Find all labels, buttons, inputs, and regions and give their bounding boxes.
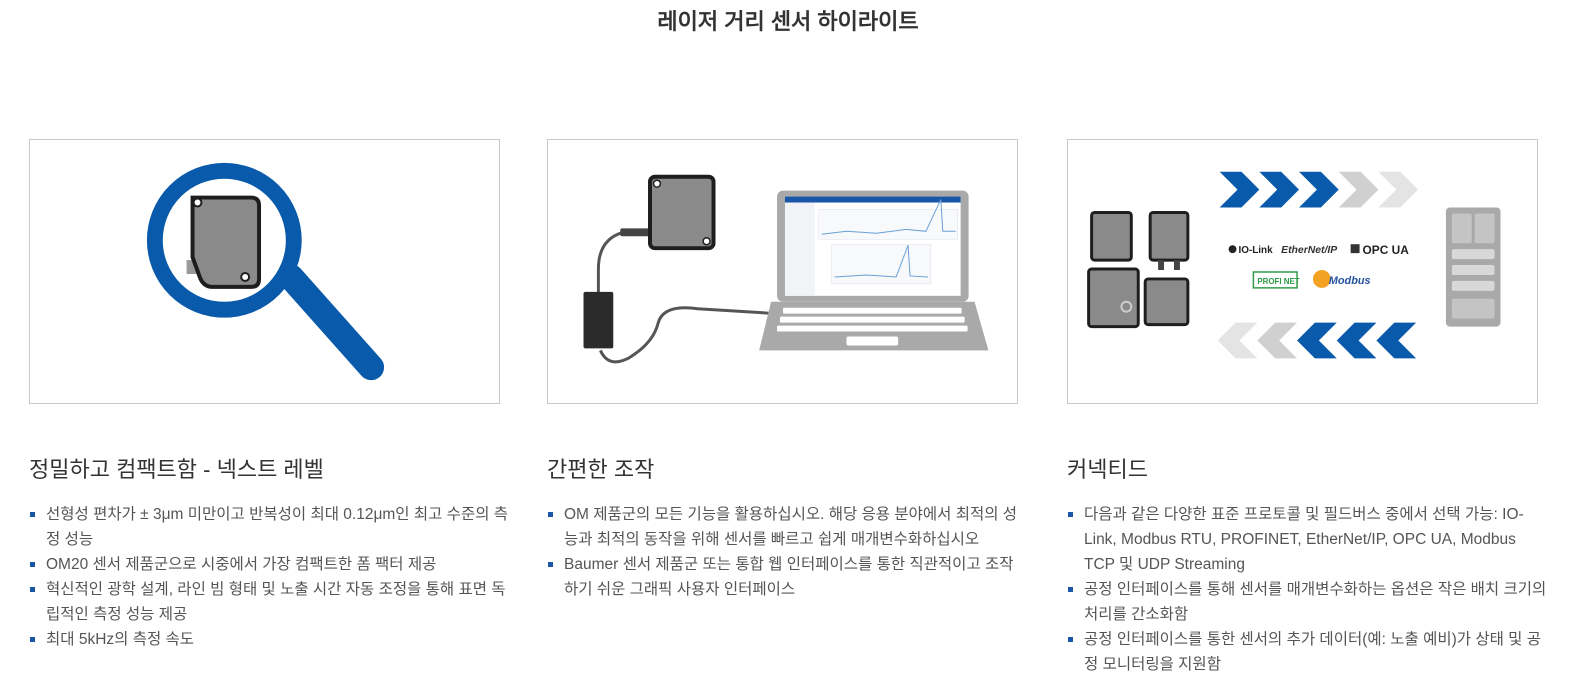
modbus-logo: Modbus xyxy=(1329,275,1371,287)
list-item: OM20 센서 제품군으로 시중에서 가장 컴팩트한 폼 팩터 제공 xyxy=(29,552,509,577)
sensor-hole-top xyxy=(192,197,203,208)
chevrons-left xyxy=(1217,322,1417,359)
feature-column-connected: 커넥티드 다음과 같은 다양한 표준 프로토콜 및 필드버스 중에서 선택 가능… xyxy=(1067,452,1547,677)
cable-connector xyxy=(620,228,651,237)
cable-upper xyxy=(596,230,624,299)
feature-heading: 커넥티드 xyxy=(1067,457,1148,482)
feature-list: 선형성 편차가 ± 3μm 미만이고 반복성이 최대 0.12μm인 최고 수준… xyxy=(29,502,509,652)
magnifier-handle xyxy=(277,264,385,381)
profinet-logo: PROFI NET xyxy=(1257,277,1299,286)
feature-list: 다음과 같은 다양한 표준 프로토콜 및 필드버스 중에서 선택 가능: IO-… xyxy=(1067,502,1547,677)
sensor-hole-bottom xyxy=(240,271,251,282)
list-item: 공정 인터페이스를 통한 센서의 추가 데이터(예: 노출 예비)가 상태 및 … xyxy=(1067,627,1547,677)
list-item: 선형성 편차가 ± 3μm 미만이고 반복성이 최대 0.12μm인 최고 수준… xyxy=(29,502,509,552)
power-supply xyxy=(583,291,614,349)
opcua-logo: OPC UA xyxy=(1363,243,1410,257)
feature-column-precision: 정밀하고 컴팩트함 - 넥스트 레벨 선형성 편차가 ± 3μm 미만이고 반복… xyxy=(29,452,509,652)
list-item: 최대 5kHz의 측정 속도 xyxy=(29,627,509,652)
precision-illustration xyxy=(29,139,500,404)
iolink-logo: IO-Link xyxy=(1238,245,1273,256)
feature-heading: 정밀하고 컴팩트함 - 넥스트 레벨 xyxy=(29,457,324,482)
list-item: 혁신적인 광학 설계, 라인 빔 형태 및 노출 시간 자동 조정을 통해 표면… xyxy=(29,577,509,627)
ethernetip-logo: EtherNet/IP xyxy=(1281,245,1337,256)
list-item: OM 제품군의 모든 기능을 활용하십시오. 해당 응용 분야에서 최적의 성능… xyxy=(547,502,1027,552)
laptop-touchpad xyxy=(846,336,899,346)
chevrons-right xyxy=(1219,171,1419,208)
feature-list: OM 제품군의 모든 기능을 활용하십시오. 해당 응용 분야에서 최적의 성능… xyxy=(547,502,1027,602)
controller-device xyxy=(1445,207,1501,327)
sensor-body xyxy=(648,174,716,251)
sensor-group xyxy=(1087,210,1190,329)
connectivity-image: IO-Link EtherNet/IP OPC UA PROFI NET Mod… xyxy=(1087,171,1501,359)
protocol-logos: IO-Link EtherNet/IP OPC UA PROFI NET Mod… xyxy=(1228,243,1410,289)
magnifier-sensor-image xyxy=(146,162,385,381)
list-item: Baumer 센서 제품군 또는 통합 웹 인터페이스를 통한 직관적이고 조작… xyxy=(547,552,1027,602)
cable-lower xyxy=(599,306,778,364)
sensor-connector xyxy=(186,260,197,274)
sensor-laptop-image xyxy=(583,174,989,364)
feature-column-operation: 간편한 조작 OM 제품군의 모든 기능을 활용하십시오. 해당 응용 분야에서… xyxy=(547,452,1027,602)
list-item: 공정 인터페이스를 통해 센서를 매개변수화하는 옵션은 작은 배치 크기의 처… xyxy=(1067,577,1547,627)
page-title: 레이저 거리 센서 하이라이트 xyxy=(657,9,919,34)
feature-heading: 간편한 조작 xyxy=(547,457,655,482)
list-item: 다음과 같은 다양한 표준 프로토콜 및 필드버스 중에서 선택 가능: IO-… xyxy=(1067,502,1547,577)
laptop-keyboard xyxy=(777,307,968,332)
operation-illustration xyxy=(547,139,1018,404)
sensor-body xyxy=(190,195,262,289)
connectivity-illustration: IO-Link EtherNet/IP OPC UA PROFI NET Mod… xyxy=(1067,139,1538,404)
